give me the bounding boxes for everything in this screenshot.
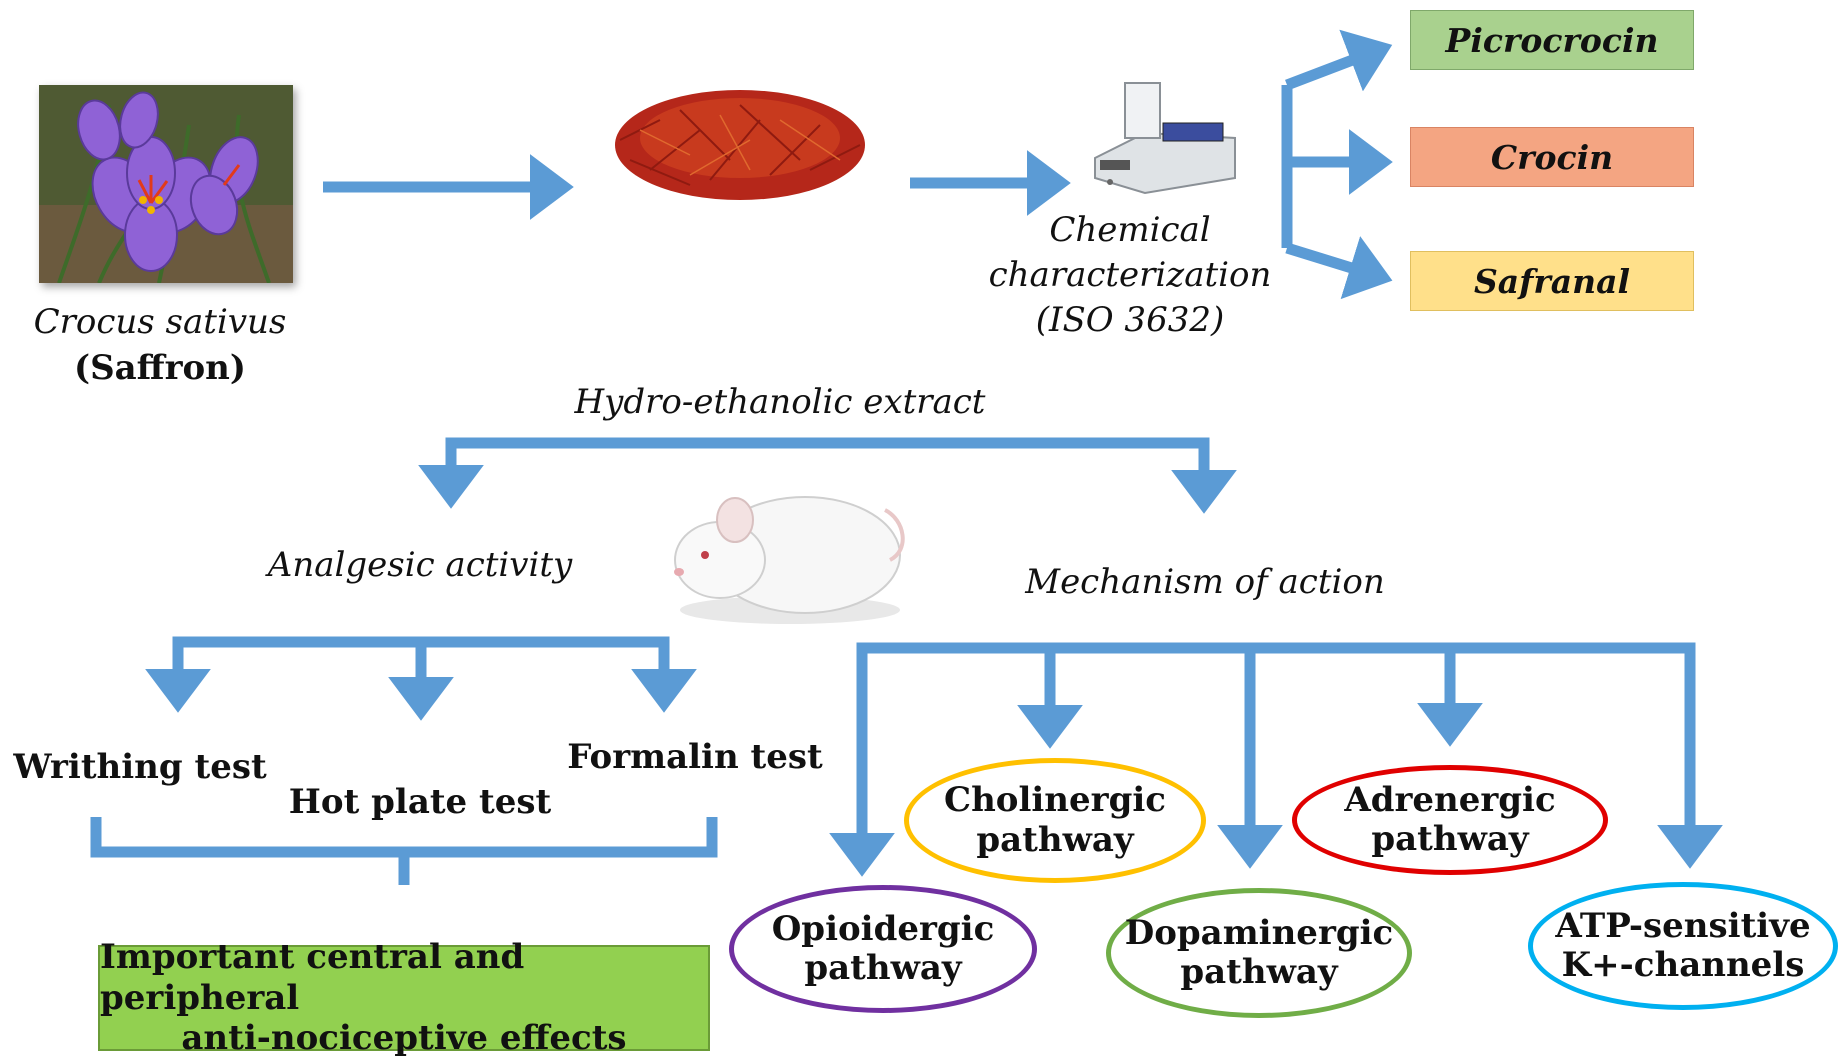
result-box: Important central and peripheral anti-no… (98, 937, 710, 1058)
mechanism-title: Mechanism of action (1025, 562, 1385, 602)
result-line2: anti-nociceptive effects (181, 1018, 627, 1059)
pathway-dopaminergic: Dopaminergic pathway (1106, 888, 1412, 1018)
saffron-stigmas-image (590, 60, 890, 210)
test-writhing: Writhing test (13, 747, 267, 787)
test-formalin: Formalin test (567, 737, 823, 777)
analgesic-title: Analgesic activity (267, 545, 573, 585)
test-hot-plate: Hot plate test (288, 782, 552, 822)
pathway-opioidergic: Opioidergic pathway (729, 885, 1037, 1013)
crocus-flower-image (39, 85, 293, 284)
plant-name: Crocus sativus (33, 302, 287, 342)
pathway-opioidergic-line2: pathway (804, 948, 962, 988)
pathway-opioidergic-line1: Opioidergic (771, 908, 995, 949)
mouse-image (665, 460, 915, 630)
arrow-to-picrocrocin (1285, 29, 1393, 92)
mechanism-bus (856, 642, 1696, 862)
compound-safranal-label: Safranal (1473, 261, 1631, 301)
pathway-cholinergic-line1: Cholinergic (944, 780, 1166, 821)
compound-crocin-box: Crocin (1410, 127, 1694, 187)
arrow-to-safranal (1285, 236, 1393, 300)
extract-label: Hydro-ethanolic extract (574, 382, 986, 422)
pathway-dopaminergic-line1: Dopaminergic (1124, 912, 1394, 953)
compound-safranal-box: Safranal (1410, 251, 1694, 311)
compound-picrocrocin-label: Picrocrocin (1445, 20, 1659, 60)
pathway-atp-sensitive: ATP-sensitive K+-channels (1528, 882, 1838, 1010)
pathway-atp-line1: ATP-sensitive (1555, 905, 1811, 946)
plant-common-name: (Saffron) (74, 348, 246, 388)
pathway-atp-line2: K+-channels (1561, 945, 1805, 985)
pathway-adrenergic-line1: Adrenergic (1344, 779, 1556, 820)
pathway-cholinergic-line2: pathway (976, 819, 1134, 860)
spectrophotometer-image (1085, 78, 1245, 198)
pathway-cholinergic: Cholinergic pathway (904, 758, 1206, 883)
characterization-line2: characterization (988, 255, 1272, 295)
results-brace (90, 817, 718, 885)
compound-picrocrocin-box: Picrocrocin (1410, 10, 1694, 70)
characterization-line1: Chemical (1049, 210, 1211, 250)
compound-crocin-label: Crocin (1490, 137, 1614, 177)
pathway-adrenergic-line2: pathway (1371, 819, 1529, 859)
characterization-line3: (ISO 3632) (1035, 300, 1225, 340)
pathway-dopaminergic-line2: pathway (1180, 952, 1338, 992)
result-line1: Important central and peripheral (100, 936, 525, 1018)
pathway-adrenergic: Adrenergic pathway (1292, 765, 1608, 875)
